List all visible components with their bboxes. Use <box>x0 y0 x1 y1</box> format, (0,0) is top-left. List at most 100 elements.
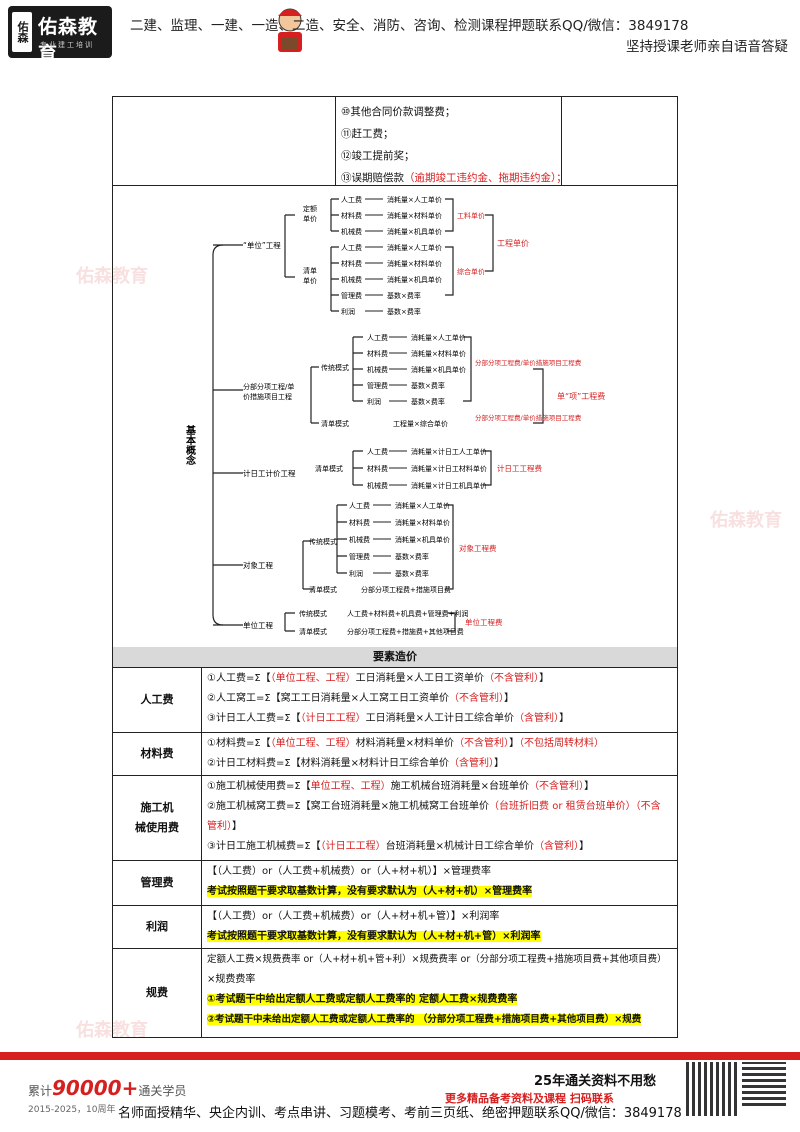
item-jx: 机械费 <box>341 227 362 236</box>
list-item: ⑩其他合同价款调整费； <box>341 106 456 118</box>
formula: 基数×费率 <box>411 381 445 390</box>
table-row-gf: 规费 定额人工费×规费费率 or（人+材+机+管+利）×规费费率 or（分部分项… <box>113 949 677 1037</box>
node-qingdan-mode: 清单模式 <box>309 585 337 594</box>
node-qingdan-mode: 清单模式 <box>299 627 327 636</box>
node-fbfx: 分部分项工程/单价措施项目工程 <box>243 382 294 401</box>
item-rg: 人工费 <box>367 447 388 456</box>
table-row-rgf: 人工费 ①人工费=Σ【（单位工程、工程）工日消耗量×人工日工资单价（不含管利）】… <box>113 668 677 733</box>
item-lr: 利润 <box>349 569 363 578</box>
logo-subtitle: 专业建工培训 <box>40 41 94 49</box>
node-qingdan: 清单单价 <box>303 266 317 285</box>
item-gl: 管理费 <box>349 552 370 561</box>
footer-slogan: 25年通关资料不用愁 <box>534 1074 657 1089</box>
formula: 消耗量×材料单价 <box>395 518 450 527</box>
item-rg: 人工费 <box>341 195 362 204</box>
section-title: 要素造价 <box>113 647 677 668</box>
item-jx: 机械费 <box>341 275 362 284</box>
result-jrg: 计日工工程费 <box>497 463 542 473</box>
item-jx: 机械费 <box>349 535 370 544</box>
list-item: ⑪赶工费； <box>341 128 394 140</box>
formula: 工程量×综合单价 <box>393 419 448 428</box>
item-jx: 机械费 <box>367 481 388 490</box>
page-header: 佑森 佑森教育 专业建工培训 二建、监理、一建、一造、二造、安全、消防、咨询、检… <box>0 0 800 65</box>
result-dw: 单位工程费 <box>465 617 503 627</box>
formula: 消耗量×机具单价 <box>387 275 442 284</box>
formula: 基数×费率 <box>395 569 429 578</box>
footer-slogan-2: 更多精品备考资料及课程 扫码联系 <box>445 1092 614 1105</box>
table-row-clf: 材料费 ①材料费=Σ【（单位工程、工程）材料消耗量×材料单价（不含管利）】（不包… <box>113 733 677 776</box>
formula: 消耗量×人工单价 <box>387 243 442 252</box>
footer-divider <box>0 1052 800 1060</box>
formula: 消耗量×材料单价 <box>411 349 466 358</box>
node-chuantong: 传统模式 <box>299 609 327 618</box>
formula: 基数×费率 <box>411 397 445 406</box>
item-cl: 材料费 <box>367 349 388 358</box>
logo-name: 佑森教育 <box>38 16 99 65</box>
node-chuantong: 传统模式 <box>321 363 349 372</box>
header-slogan-2: 坚持授课老师亲自语音答疑 <box>626 39 788 55</box>
item-cl: 材料费 <box>341 211 362 220</box>
contract-items-list: ⑩其他合同价款调整费； ⑪赶工费； ⑫竣工提前奖； ⑬误期赔偿款（逾期竣工违约金… <box>341 101 567 189</box>
header-ad-line: 二建、监理、一建、一造、二造、安全、消防、咨询、检测课程押题联系QQ/微信：38… <box>130 18 689 34</box>
footer-services: 名师面授精华、央企内训、考点串讲、习题模考、考前三页纸、绝密押题联系QQ/微信：… <box>118 1106 682 1121</box>
item-lr: 利润 <box>341 307 355 316</box>
formula: 消耗量×人工单价 <box>387 195 442 204</box>
list-item: ⑫竣工提前奖； <box>341 150 415 162</box>
item-cl: 材料费 <box>349 518 370 527</box>
brand-logo: 佑森 佑森教育 专业建工培训 <box>8 6 112 65</box>
formula: 人工费+材料费+机具费+管理费+利润 <box>347 609 468 618</box>
formula: 分部分项工程费+措施项目费 <box>361 585 451 594</box>
formula: 消耗量×人工单价 <box>395 501 450 510</box>
formula: 消耗量×计日工机具单价 <box>411 481 487 490</box>
formula: 消耗量×计日工人工单价 <box>411 447 487 456</box>
node-dingzhi: 定额单价 <box>303 204 317 223</box>
concept-mindmap: 基本概念 “单位”工程 分部分项工程/单价措施项目工程 计日工计价工程 对象工程… <box>113 185 677 648</box>
qr-code-icon[interactable] <box>686 1062 740 1116</box>
node-qingdan-mode: 清单模式 <box>315 464 343 473</box>
row-label: 材料费 <box>113 733 202 775</box>
document-table: ⑩其他合同价款调整费； ⑪赶工费； ⑫竣工提前奖； ⑬误期赔偿款（逾期竣工违约金… <box>112 96 678 1038</box>
formula: 消耗量×人工单价 <box>411 333 466 342</box>
formula: 消耗量×计日工材料单价 <box>411 464 487 473</box>
item-rg: 人工费 <box>349 501 370 510</box>
formula: 消耗量×材料单价 <box>387 211 442 220</box>
footer-count: 累计90000+通关学员 <box>28 1076 187 1100</box>
formula: 消耗量×机具单价 <box>395 535 450 544</box>
node-danwei-2: 单位工程 <box>243 620 273 630</box>
mascot-icon <box>278 8 302 52</box>
table-row-jxf: 施工机械使用费 ①施工机械使用费=Σ【单位工程、工程）施工机械台班消耗量×台班单… <box>113 776 677 861</box>
row-label: 利润 <box>113 906 202 948</box>
row-label: 施工机械使用费 <box>113 776 202 860</box>
row-label: 人工费 <box>113 668 202 732</box>
formula: 基数×费率 <box>395 552 429 561</box>
result-dx: 对象工程费 <box>459 543 497 553</box>
result-dan-qing: 单“项”工程费 <box>557 391 605 401</box>
formula: 消耗量×机具单价 <box>387 227 442 236</box>
result-fbfx-b: 分部分项工程费/单价措施项目工程费 <box>475 413 582 422</box>
logo-seal: 佑森 <box>12 12 32 52</box>
formula: 分部分项工程费+措施费+其他项目费 <box>347 627 464 636</box>
result-gcdj: 工程单价 <box>497 238 529 248</box>
item-lr: 利润 <box>367 397 381 406</box>
node-jrg: 计日工计价工程 <box>243 468 296 478</box>
watermark: 佑森教育 <box>710 510 782 531</box>
list-item: ⑬误期赔偿款（逾期竣工违约金、拖期违约金）； <box>341 172 567 184</box>
item-cl: 材料费 <box>367 464 388 473</box>
formula: 消耗量×机具单价 <box>411 365 466 374</box>
contract-items-row: ⑩其他合同价款调整费； ⑪赶工费； ⑫竣工提前奖； ⑬误期赔偿款（逾期竣工违约金… <box>113 97 677 186</box>
formula: 消耗量×材料单价 <box>387 259 442 268</box>
result-zhdj: 综合单价 <box>457 267 485 276</box>
item-gl: 管理费 <box>341 291 362 300</box>
result-fbfx-a: 分部分项工程费/单价措施项目工程费 <box>475 358 582 367</box>
footer-years: 2015-2025，10周年 <box>28 1105 116 1115</box>
node-chuantong: 传统模式 <box>309 537 337 546</box>
qr-code-icon[interactable] <box>742 1062 786 1106</box>
row-label: 管理费 <box>113 861 202 905</box>
item-rg: 人工费 <box>341 243 362 252</box>
result-gcjb: 工料单价 <box>457 211 485 220</box>
node-danwei: “单位”工程 <box>243 240 281 250</box>
node-duixiang: 对象工程 <box>243 560 273 570</box>
item-cl: 材料费 <box>341 259 362 268</box>
row-label: 规费 <box>113 949 202 1037</box>
mindmap-root: 基本概念 <box>184 424 197 465</box>
